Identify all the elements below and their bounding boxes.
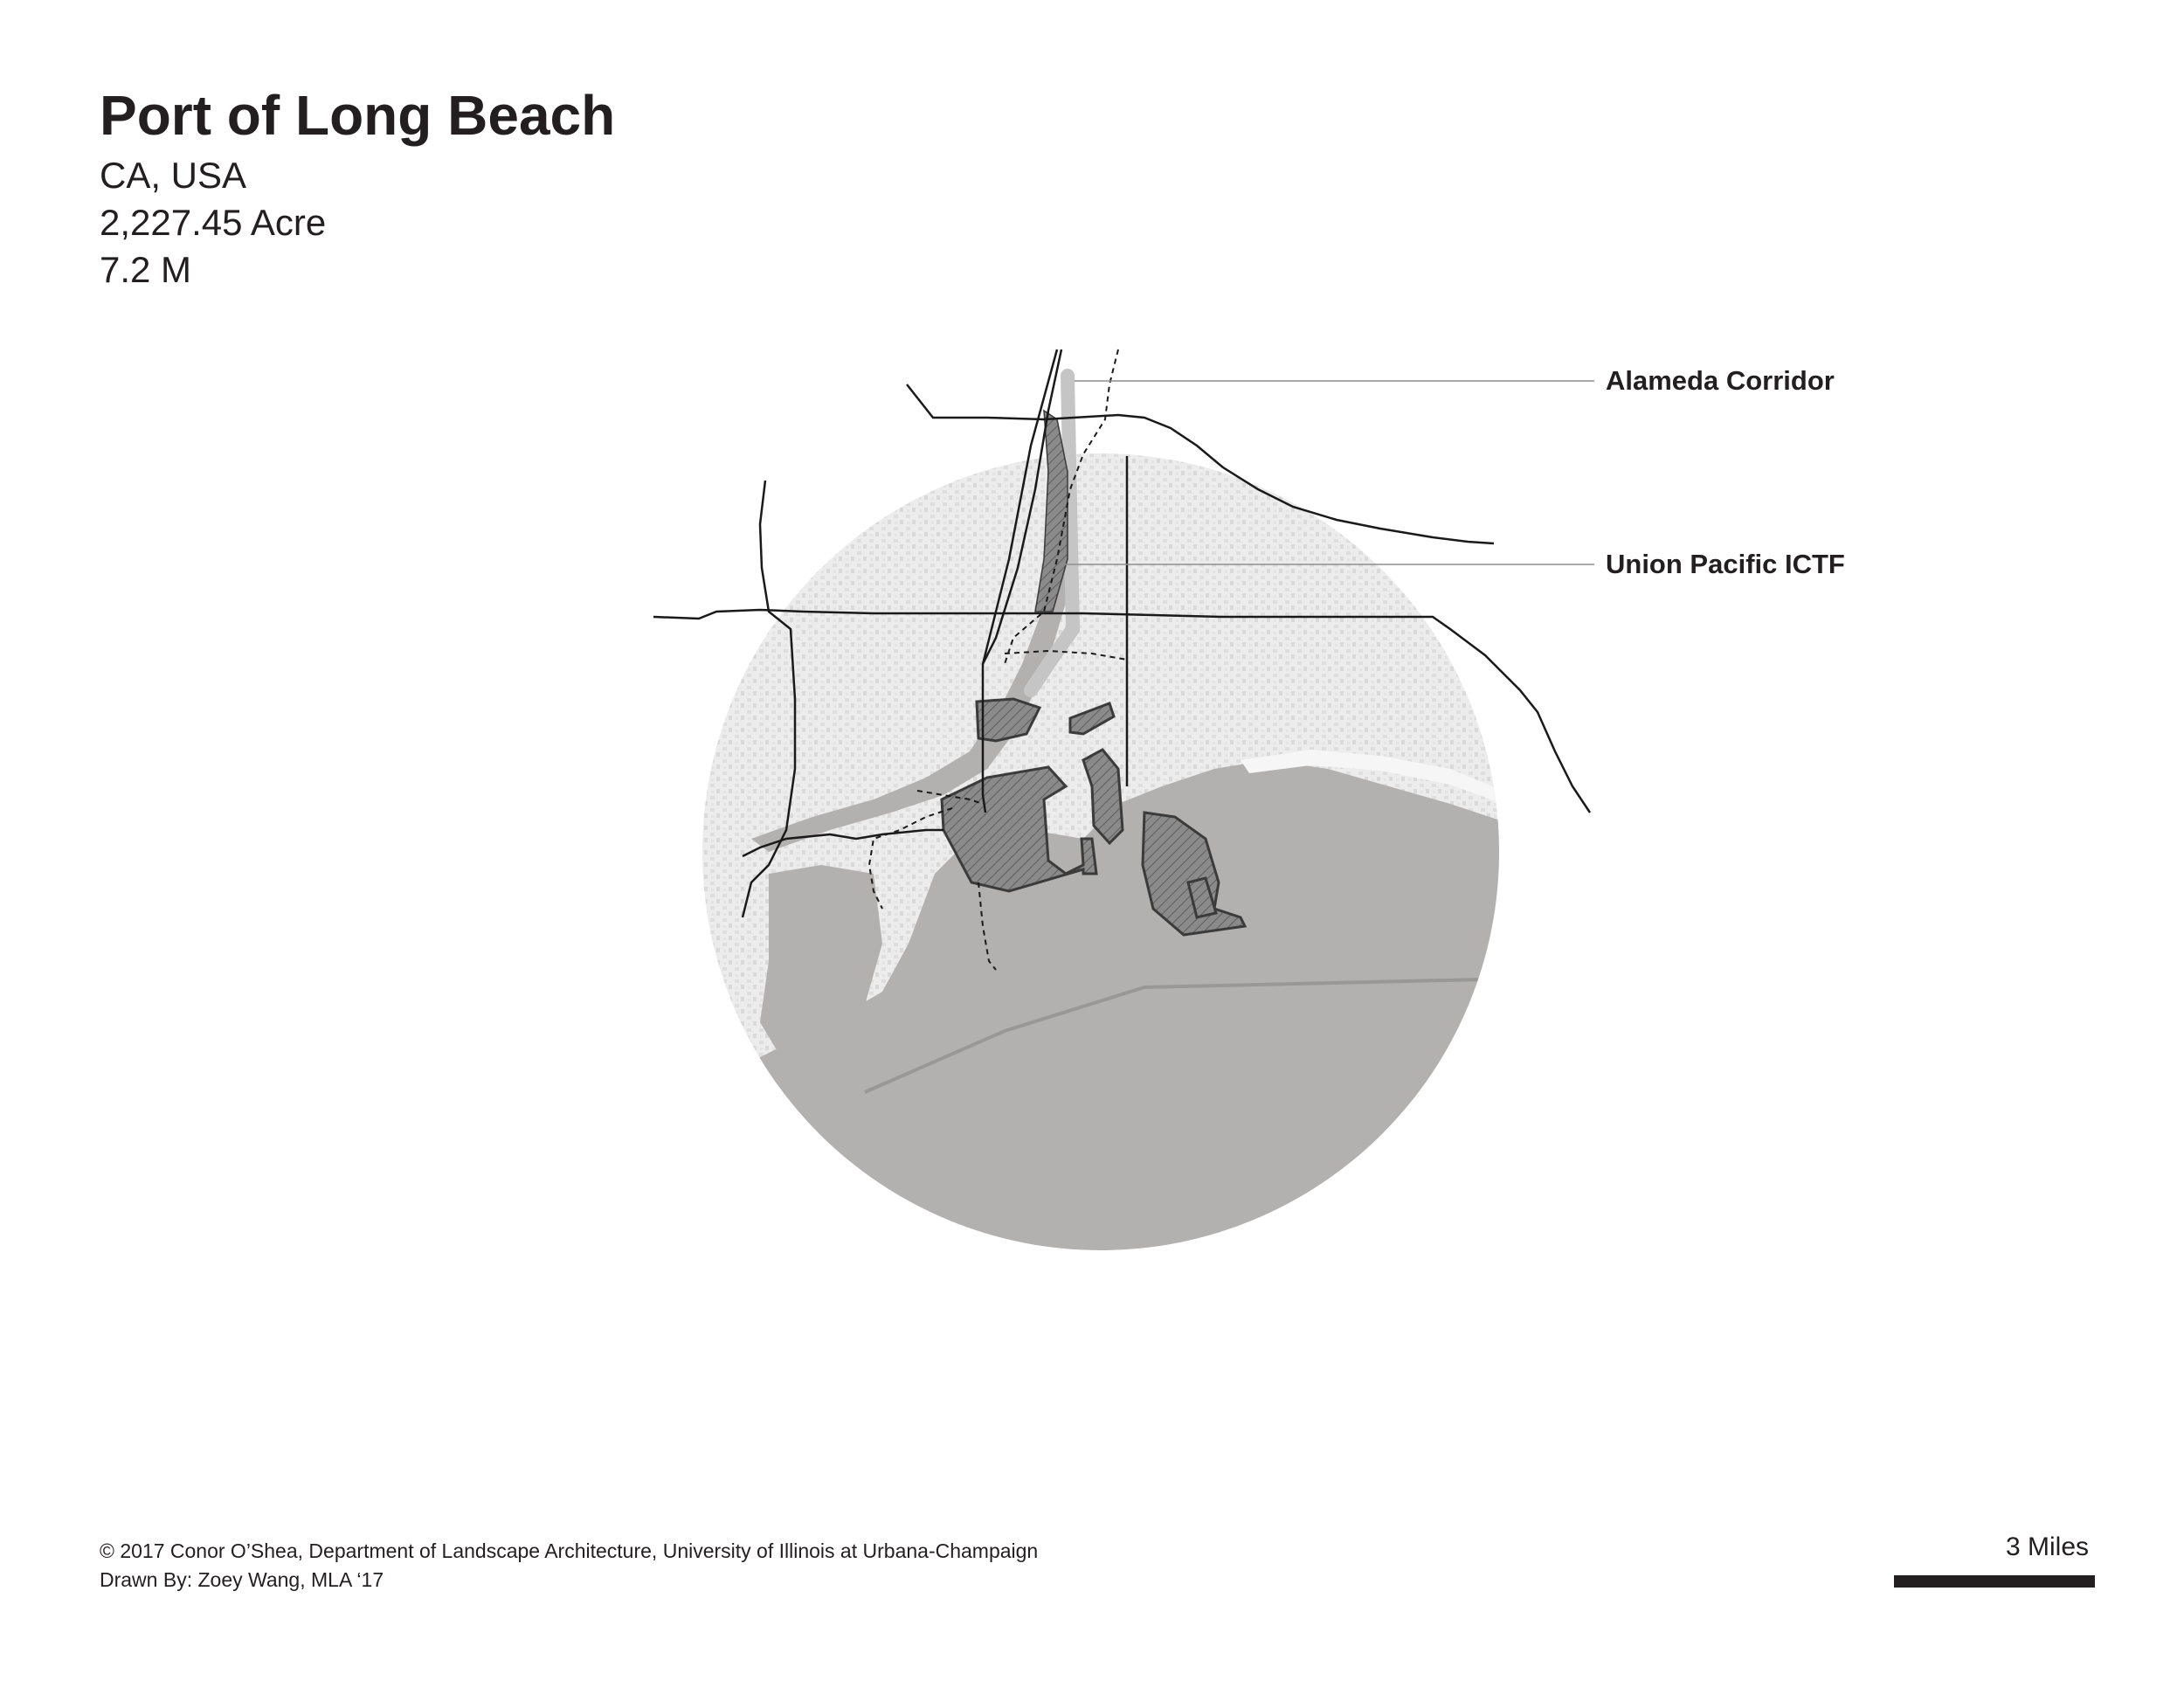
rail-dashed-1 [1004, 349, 1119, 665]
terminals [940, 697, 1248, 937]
harbor-water [702, 760, 1499, 1250]
alameda-corridor-band [1024, 369, 1081, 697]
terminal-pier-t [1082, 748, 1124, 846]
ictf-label: Union Pacific ICTF [1606, 549, 1845, 579]
rail-line-1 [981, 349, 1059, 813]
map-circle [702, 453, 1499, 1250]
highway-mid [653, 608, 1592, 813]
area-text: 2,227.45 Acre [100, 202, 327, 243]
west-basin [760, 865, 882, 1066]
copyright-credit: © 2017 Conor O’Shea, Department of Lands… [100, 1539, 1039, 1562]
highway-west [741, 480, 797, 918]
terminal-main [940, 765, 1098, 893]
terminal-east [1141, 811, 1248, 937]
breakwater [864, 977, 1499, 1094]
terminal-north [975, 697, 1042, 743]
rail-line-3 [981, 349, 1063, 665]
drawn-by-credit: Drawn By: Zoey Wang, MLA ‘17 [100, 1568, 384, 1591]
highway-river [742, 828, 943, 858]
rail-dashed-3 [916, 790, 984, 805]
highways [653, 349, 1592, 918]
rail-dashed [867, 349, 1128, 971]
beach [1241, 750, 1499, 804]
ictf-yard [1034, 409, 1068, 612]
scale-bar [1894, 1575, 2095, 1588]
rail-dashed-5 [978, 882, 997, 971]
rail-dashed-2 [1004, 649, 1128, 661]
page-title: Port of Long Beach [100, 84, 616, 147]
scale-label: 3 Miles [2006, 1532, 2090, 1561]
terminal-pier [1068, 702, 1116, 736]
terminal-east-pier [1186, 876, 1218, 919]
volume-text: 7.2 M [100, 249, 192, 290]
rail-dashed-4 [867, 807, 953, 910]
highway-north [906, 384, 1495, 545]
location-text: CA, USA [100, 155, 247, 196]
alameda-corridor-label: Alameda Corridor [1606, 365, 1835, 396]
